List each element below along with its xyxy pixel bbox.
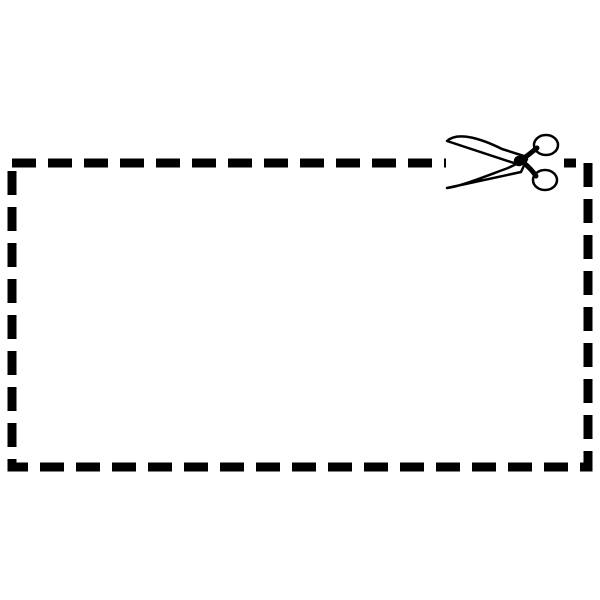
scissors-icon bbox=[445, 133, 560, 192]
scissors-upper-shank bbox=[521, 145, 540, 161]
scissors-upper-handle bbox=[532, 133, 560, 157]
dashed-coupon-border bbox=[7, 158, 593, 472]
scissors-upper-blade bbox=[445, 135, 529, 167]
scissors-pivot bbox=[513, 155, 525, 167]
scissors-gap bbox=[446, 152, 564, 174]
scissors-lower-shank bbox=[521, 160, 539, 179]
scissors-lower-handle bbox=[531, 168, 559, 192]
